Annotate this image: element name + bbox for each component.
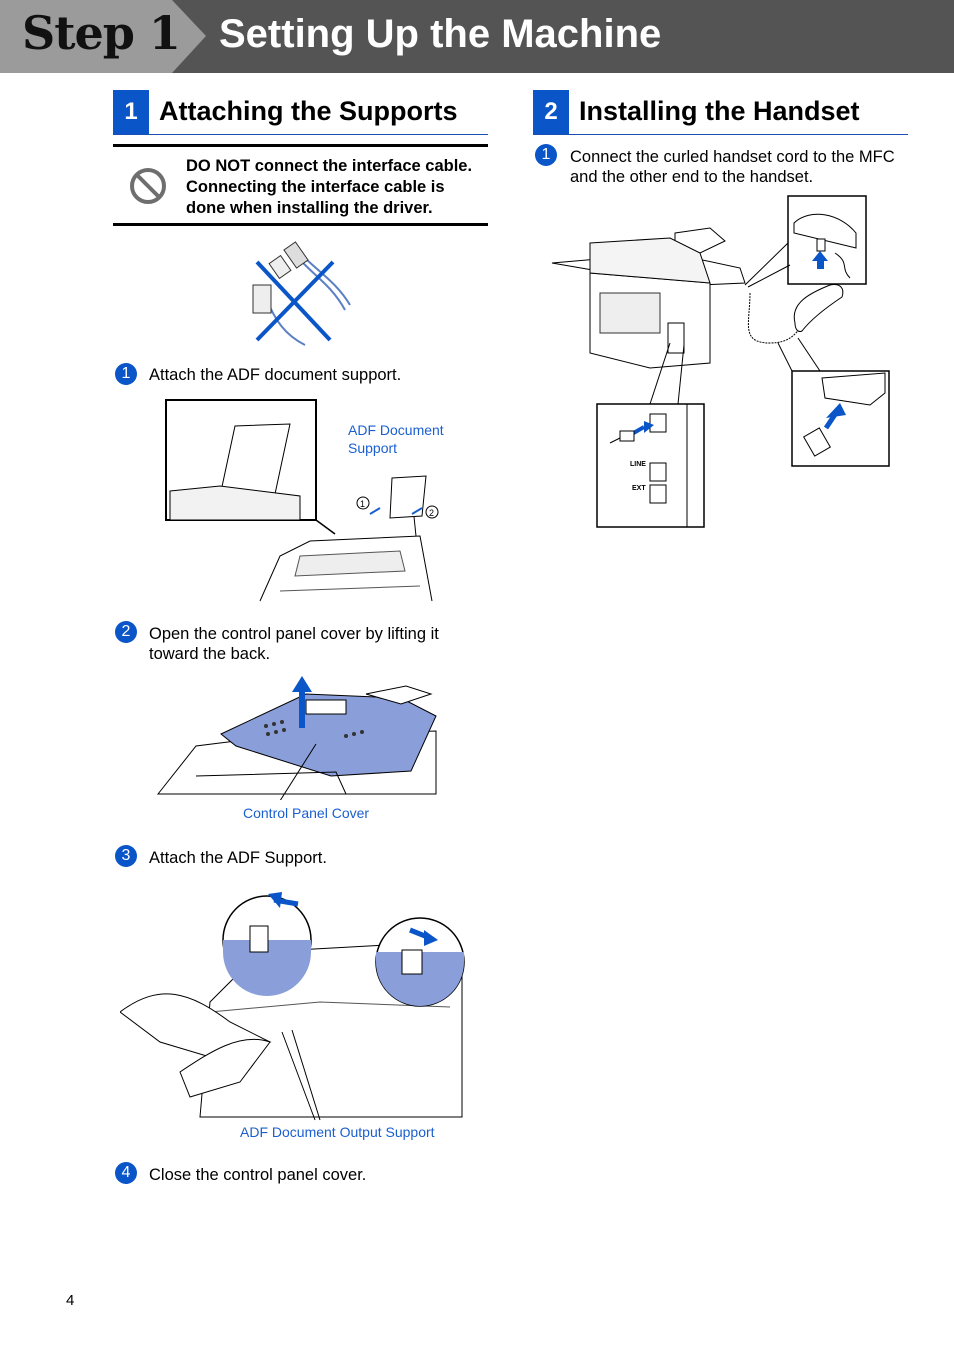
warning-box: DO NOT connect the interface cable. Conn… — [113, 144, 488, 226]
svg-text:1: 1 — [360, 499, 365, 509]
step-tab: Step 1 — [0, 0, 206, 73]
line-jack-label: LINE — [630, 461, 646, 468]
control-panel-cover-illustration — [156, 676, 437, 800]
section-heading-attaching-supports: 1 Attaching the Supports — [113, 90, 488, 135]
step-label: Step 1 — [22, 6, 181, 60]
step-number-badge: 2 — [115, 621, 137, 643]
step-text: Close the control panel cover. — [149, 1166, 367, 1184]
section-heading-installing-handset: 2 Installing the Handset — [533, 90, 908, 135]
step-number-badge: 4 — [115, 1162, 137, 1184]
section-title: Installing the Handset — [579, 96, 860, 126]
callout-control-panel-cover: Control Panel Cover — [243, 805, 370, 821]
page-title: Setting Up the Machine — [219, 12, 662, 56]
step-text-line: toward the back. — [149, 645, 271, 663]
warning-line: Connecting the interface cable is — [186, 178, 445, 196]
crossed-out-cable-illustration — [252, 241, 351, 346]
callout-adf-document-support: ADF Document Support — [348, 421, 444, 457]
step-text: Attach the ADF document support. — [149, 366, 402, 384]
step-number-badge: 1 — [535, 144, 557, 166]
step-number-badge: 1 — [115, 363, 137, 385]
warning-text: DO NOT connect the interface cable. Conn… — [186, 156, 472, 219]
step-text: Attach the ADF Support. — [149, 849, 327, 867]
prohibited-icon — [130, 168, 166, 204]
warning-line: done when installing the driver. — [186, 199, 433, 217]
adf-output-support-illustration — [120, 892, 465, 1121]
adf-document-support-illustration: 1 2 — [165, 399, 439, 602]
step-text: Connect the curled handset cord to the M… — [570, 147, 895, 187]
section-number: 2 — [533, 90, 569, 134]
warning-line: DO NOT connect the interface cable. — [186, 157, 473, 175]
section-number: 1 — [113, 90, 149, 134]
step-text: Open the control panel cover by lifting … — [149, 624, 439, 664]
svg-text:2: 2 — [429, 508, 434, 518]
callout-adf-output-support: ADF Document Output Support — [240, 1124, 435, 1140]
step-number-badge: 3 — [115, 845, 137, 867]
step-text-line: Open the control panel cover by lifting … — [149, 625, 439, 643]
page-header: Step 1 Setting Up the Machine — [0, 0, 954, 73]
page-number: 4 — [66, 1292, 75, 1309]
step-text-line: and the other end to the handset. — [570, 168, 814, 186]
step-tab-shape — [0, 0, 206, 73]
callout-line: Support — [348, 440, 398, 456]
ext-jack-label: EXT — [632, 485, 646, 492]
step-text-line: Connect the curled handset cord to the M… — [570, 148, 895, 166]
callout-line: ADF Document — [348, 422, 444, 438]
section-title: Attaching the Supports — [159, 96, 458, 126]
handset-installation-illustration: LINE EXT — [551, 195, 890, 528]
